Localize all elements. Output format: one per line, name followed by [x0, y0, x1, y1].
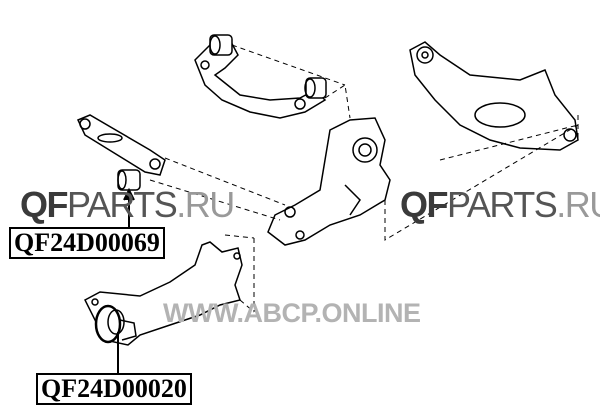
watermark-qfparts-right: QFPARTS.RU	[400, 184, 600, 225]
trailing-arm	[84, 241, 243, 346]
upper-control-arm	[194, 34, 327, 119]
toe-link	[76, 114, 166, 191]
watermark-abcp: WWW.ABCP.ONLINE	[163, 298, 421, 328]
part-label-qf24d00020: QF24D00020	[36, 373, 192, 405]
part-label-qf24d00069: QF24D00069	[9, 227, 165, 259]
lower-control-arm	[409, 41, 579, 151]
steering-knuckle	[267, 117, 391, 246]
leader-lines	[117, 187, 135, 373]
assembly-guide-lines	[149, 44, 579, 313]
watermark-qfparts-left: QFPARTS.RU	[20, 184, 235, 225]
